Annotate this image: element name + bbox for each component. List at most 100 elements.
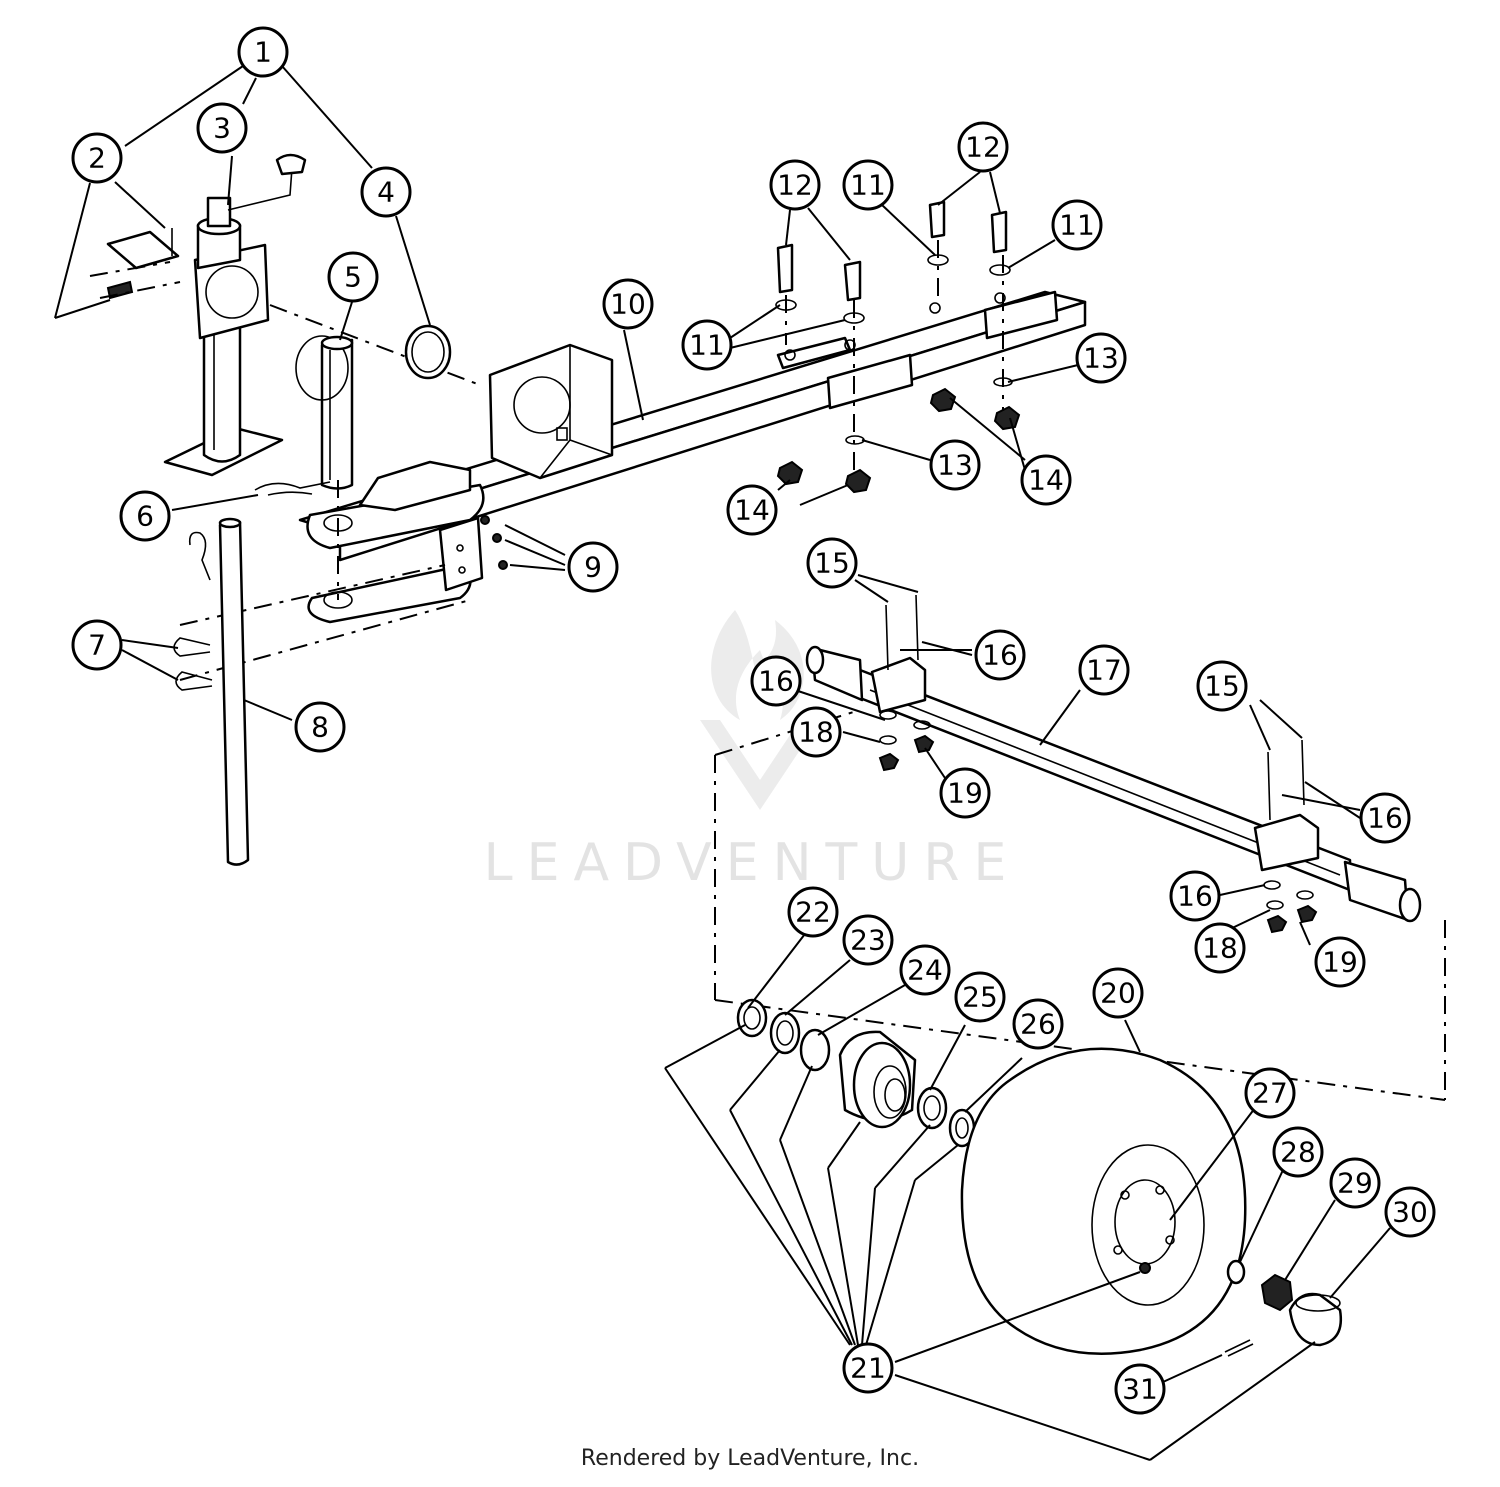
callout-18: 18 [790,706,842,758]
svg-text:18: 18 [798,716,834,749]
frame-fasteners [775,200,1021,494]
callout-25: 25 [954,971,1006,1023]
svg-text:16: 16 [1177,880,1213,913]
callout-15: 15 [1196,660,1248,712]
svg-text:25: 25 [962,981,998,1014]
callout-11: 11 [842,159,894,211]
spindle-washer [1226,1259,1246,1285]
watermark-text: LEADVENTURE [484,833,1021,893]
callout-7: 7 [71,619,123,671]
snap-ring [404,324,452,380]
callout-19: 19 [939,767,991,819]
callout-14: 14 [1020,454,1072,506]
callout-1: 1 [237,26,289,78]
callout-16: 16 [750,655,802,707]
callout-23: 23 [842,914,894,966]
callout-14: 14 [726,484,778,536]
svg-text:13: 13 [1083,342,1119,375]
callout-11: 11 [1051,199,1103,251]
callout-12: 12 [957,121,1009,173]
callout-21: 21 [842,1342,894,1394]
callout-11: 11 [681,319,733,371]
callout-17: 17 [1078,644,1130,696]
svg-text:31: 31 [1122,1373,1158,1406]
svg-text:27: 27 [1252,1077,1288,1110]
axle [805,594,1422,934]
callout-16: 16 [1169,870,1221,922]
callout-13: 13 [1075,332,1127,384]
svg-text:7: 7 [88,629,106,662]
wheel [960,1047,1247,1355]
trailer-frame [298,290,1087,624]
footer-credit: Rendered by LeadVenture, Inc. [580,1446,920,1471]
svg-text:2: 2 [88,142,106,175]
callout-26: 26 [1012,998,1064,1050]
callout-5: 5 [327,251,379,303]
svg-text:16: 16 [1367,802,1403,835]
dust-cap [1288,1292,1343,1347]
callout-2: 2 [71,132,123,184]
svg-text:26: 26 [1020,1008,1056,1041]
callout-31: 31 [1114,1363,1166,1415]
callout-22: 22 [787,886,839,938]
svg-text:29: 29 [1337,1167,1373,1200]
callout-19: 19 [1314,936,1366,988]
svg-text:11: 11 [1059,209,1095,242]
callout-6: 6 [119,490,171,542]
castle-nut [1260,1273,1294,1312]
callout-29: 29 [1329,1157,1381,1209]
callout-8: 8 [294,701,346,753]
svg-text:10: 10 [610,288,646,321]
svg-text:22: 22 [795,896,831,929]
svg-text:8: 8 [311,711,329,744]
svg-text:15: 15 [1204,670,1240,703]
leader-lines [54,65,1391,1461]
svg-text:12: 12 [965,131,1001,164]
svg-text:20: 20 [1100,977,1136,1010]
svg-text:5: 5 [344,261,362,294]
svg-text:15: 15 [814,547,850,580]
svg-text:13: 13 [937,449,973,482]
callout-15: 15 [806,537,858,589]
svg-text:19: 19 [1322,946,1358,979]
svg-text:19: 19 [947,777,983,810]
svg-text:14: 14 [1028,464,1064,497]
svg-text:11: 11 [689,329,725,362]
svg-text:18: 18 [1202,932,1238,965]
callout-16: 16 [974,629,1026,681]
svg-text:28: 28 [1280,1136,1316,1169]
callout-10: 10 [602,278,654,330]
hair-clip [173,637,211,657]
callout-27: 27 [1244,1067,1296,1119]
svg-text:16: 16 [982,639,1018,672]
svg-text:6: 6 [136,500,154,533]
hitch-jack [89,153,307,477]
rod [188,517,250,866]
svg-text:9: 9 [584,551,602,584]
hub-assembly [736,998,976,1148]
cotter-pin [1224,1339,1254,1357]
callout-12: 12 [769,159,821,211]
callout-3: 3 [196,102,248,154]
svg-text:24: 24 [907,954,943,987]
callout-18: 18 [1194,922,1246,974]
hair-pin [254,481,331,496]
callout-30: 30 [1384,1186,1436,1238]
callout-28: 28 [1272,1126,1324,1178]
svg-text:12: 12 [777,169,813,202]
hitch-pin [295,335,354,490]
callout-13: 13 [929,439,981,491]
svg-text:17: 17 [1086,654,1122,687]
svg-text:23: 23 [850,924,886,957]
svg-text:30: 30 [1392,1196,1428,1229]
svg-text:21: 21 [850,1352,886,1385]
callout-20: 20 [1092,967,1144,1019]
callout-9: 9 [567,541,619,593]
svg-text:11: 11 [850,169,886,202]
callout-4: 4 [360,166,412,218]
svg-text:4: 4 [377,176,395,209]
svg-text:3: 3 [213,112,231,145]
svg-text:14: 14 [734,494,770,527]
svg-text:1: 1 [254,36,272,69]
